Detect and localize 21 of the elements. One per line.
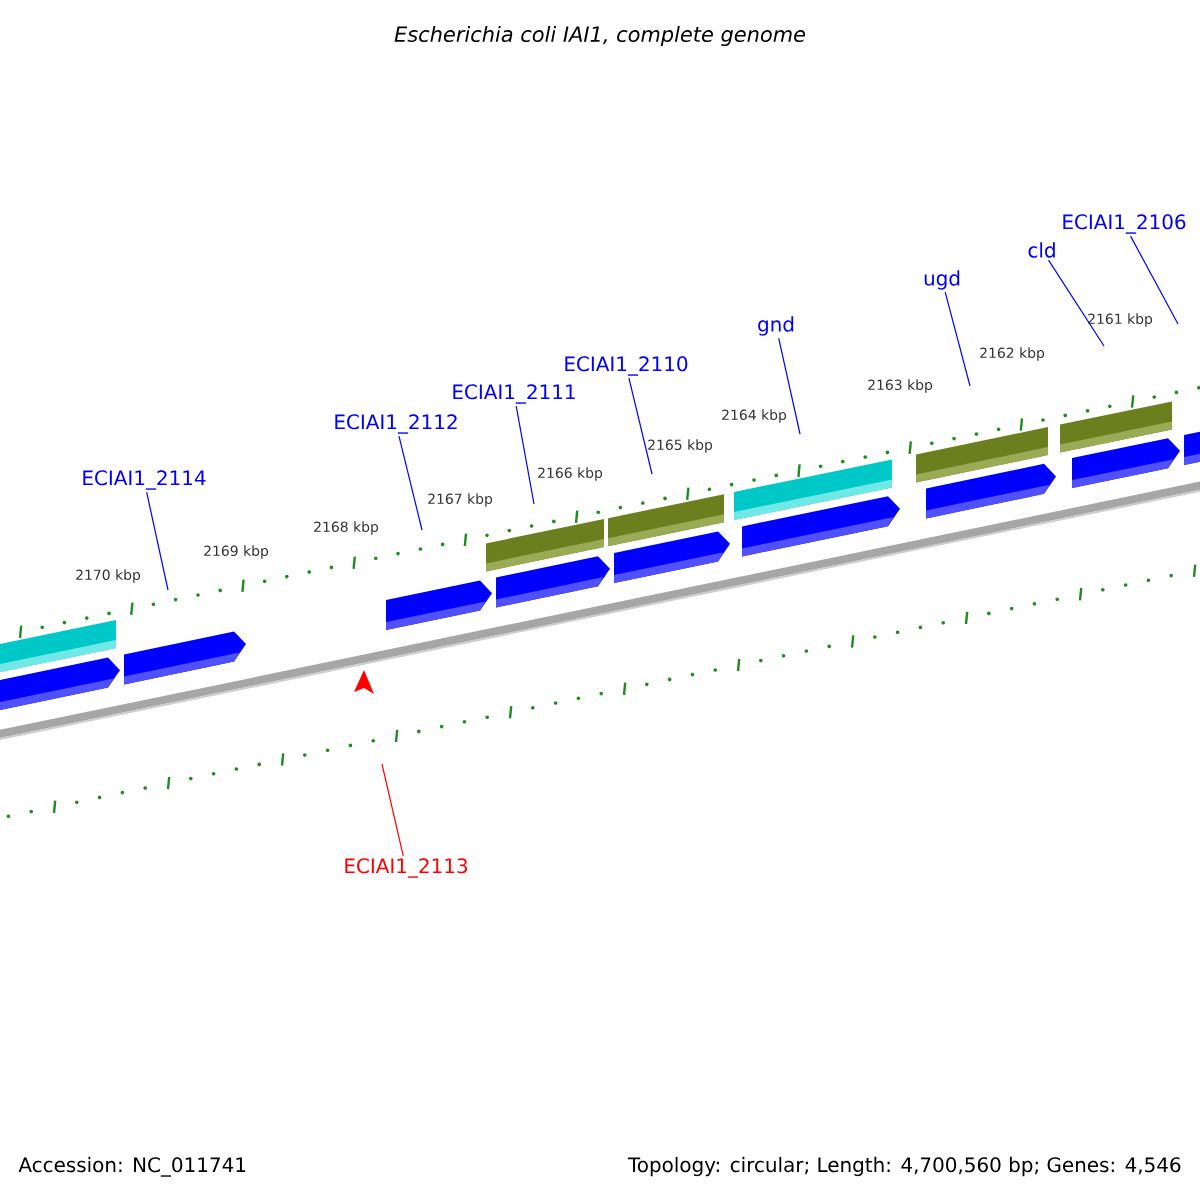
gene-label: ECIAI1_2113 bbox=[345, 858, 467, 878]
leader-line bbox=[146, 491, 169, 591]
leader-line bbox=[1129, 235, 1179, 325]
accession-text: Accession: NC_011741 bbox=[18, 1156, 246, 1177]
genome-stats-text: Topology: circular; Length: 4,700,560 bp; Genes: 4,546 bbox=[627, 1156, 1181, 1177]
gene-label: ugd bbox=[924, 270, 960, 290]
leader-line bbox=[381, 763, 404, 857]
leader-line bbox=[515, 405, 535, 505]
gene-label: gnd bbox=[758, 316, 794, 336]
gene-label: ECIAI1_2106 bbox=[1063, 214, 1186, 234]
title: Escherichia coli IAI1, complete genome bbox=[394, 25, 806, 47]
gene-label: ECIAI1_2110 bbox=[565, 356, 688, 376]
leader-line bbox=[778, 337, 801, 435]
leader-line bbox=[628, 377, 653, 475]
gene-label: cld bbox=[1028, 242, 1055, 258]
gene-label: ECIAI1_2114 bbox=[83, 470, 206, 490]
leader-line bbox=[398, 435, 423, 531]
leader-line bbox=[1047, 259, 1105, 347]
gene-label: ECIAI1_2112 bbox=[335, 414, 457, 434]
gene-label: ECIAI1_2111 bbox=[453, 384, 575, 404]
leader-line bbox=[944, 291, 971, 387]
